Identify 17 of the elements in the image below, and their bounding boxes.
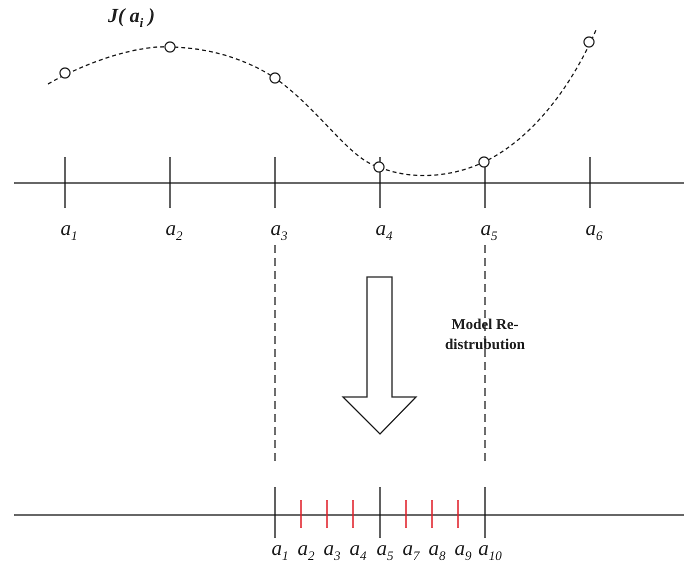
tick-label: a$_{8}$	[428, 538, 446, 562]
tick-label: a$_{3}$	[324, 538, 340, 562]
tick-label: a$_{2}$	[298, 538, 314, 562]
tick-label: a$_{5}$	[480, 218, 498, 242]
tick-label: a$_{7}$	[402, 538, 420, 562]
tick-label: a$_{4}$	[376, 218, 392, 242]
tick-label: a$_{4}$	[350, 538, 366, 562]
tick-label: a$_{1}$	[60, 218, 78, 242]
tick-label: a$_{5}$	[376, 538, 394, 562]
tick-label: a$_{1}$	[272, 538, 288, 562]
tick-label: a$_{10}$	[478, 538, 502, 562]
tick-label: a$_{3}$	[270, 218, 288, 242]
tick-label: a$_{6}$	[586, 218, 602, 242]
tick-label: a$_{9}$	[454, 538, 472, 562]
tick-label: a$_{2}$	[166, 218, 182, 242]
function-label: J( a$_{i}$ )	[108, 6, 155, 29]
annotation-text: Model Re-distrubution	[444, 316, 526, 355]
